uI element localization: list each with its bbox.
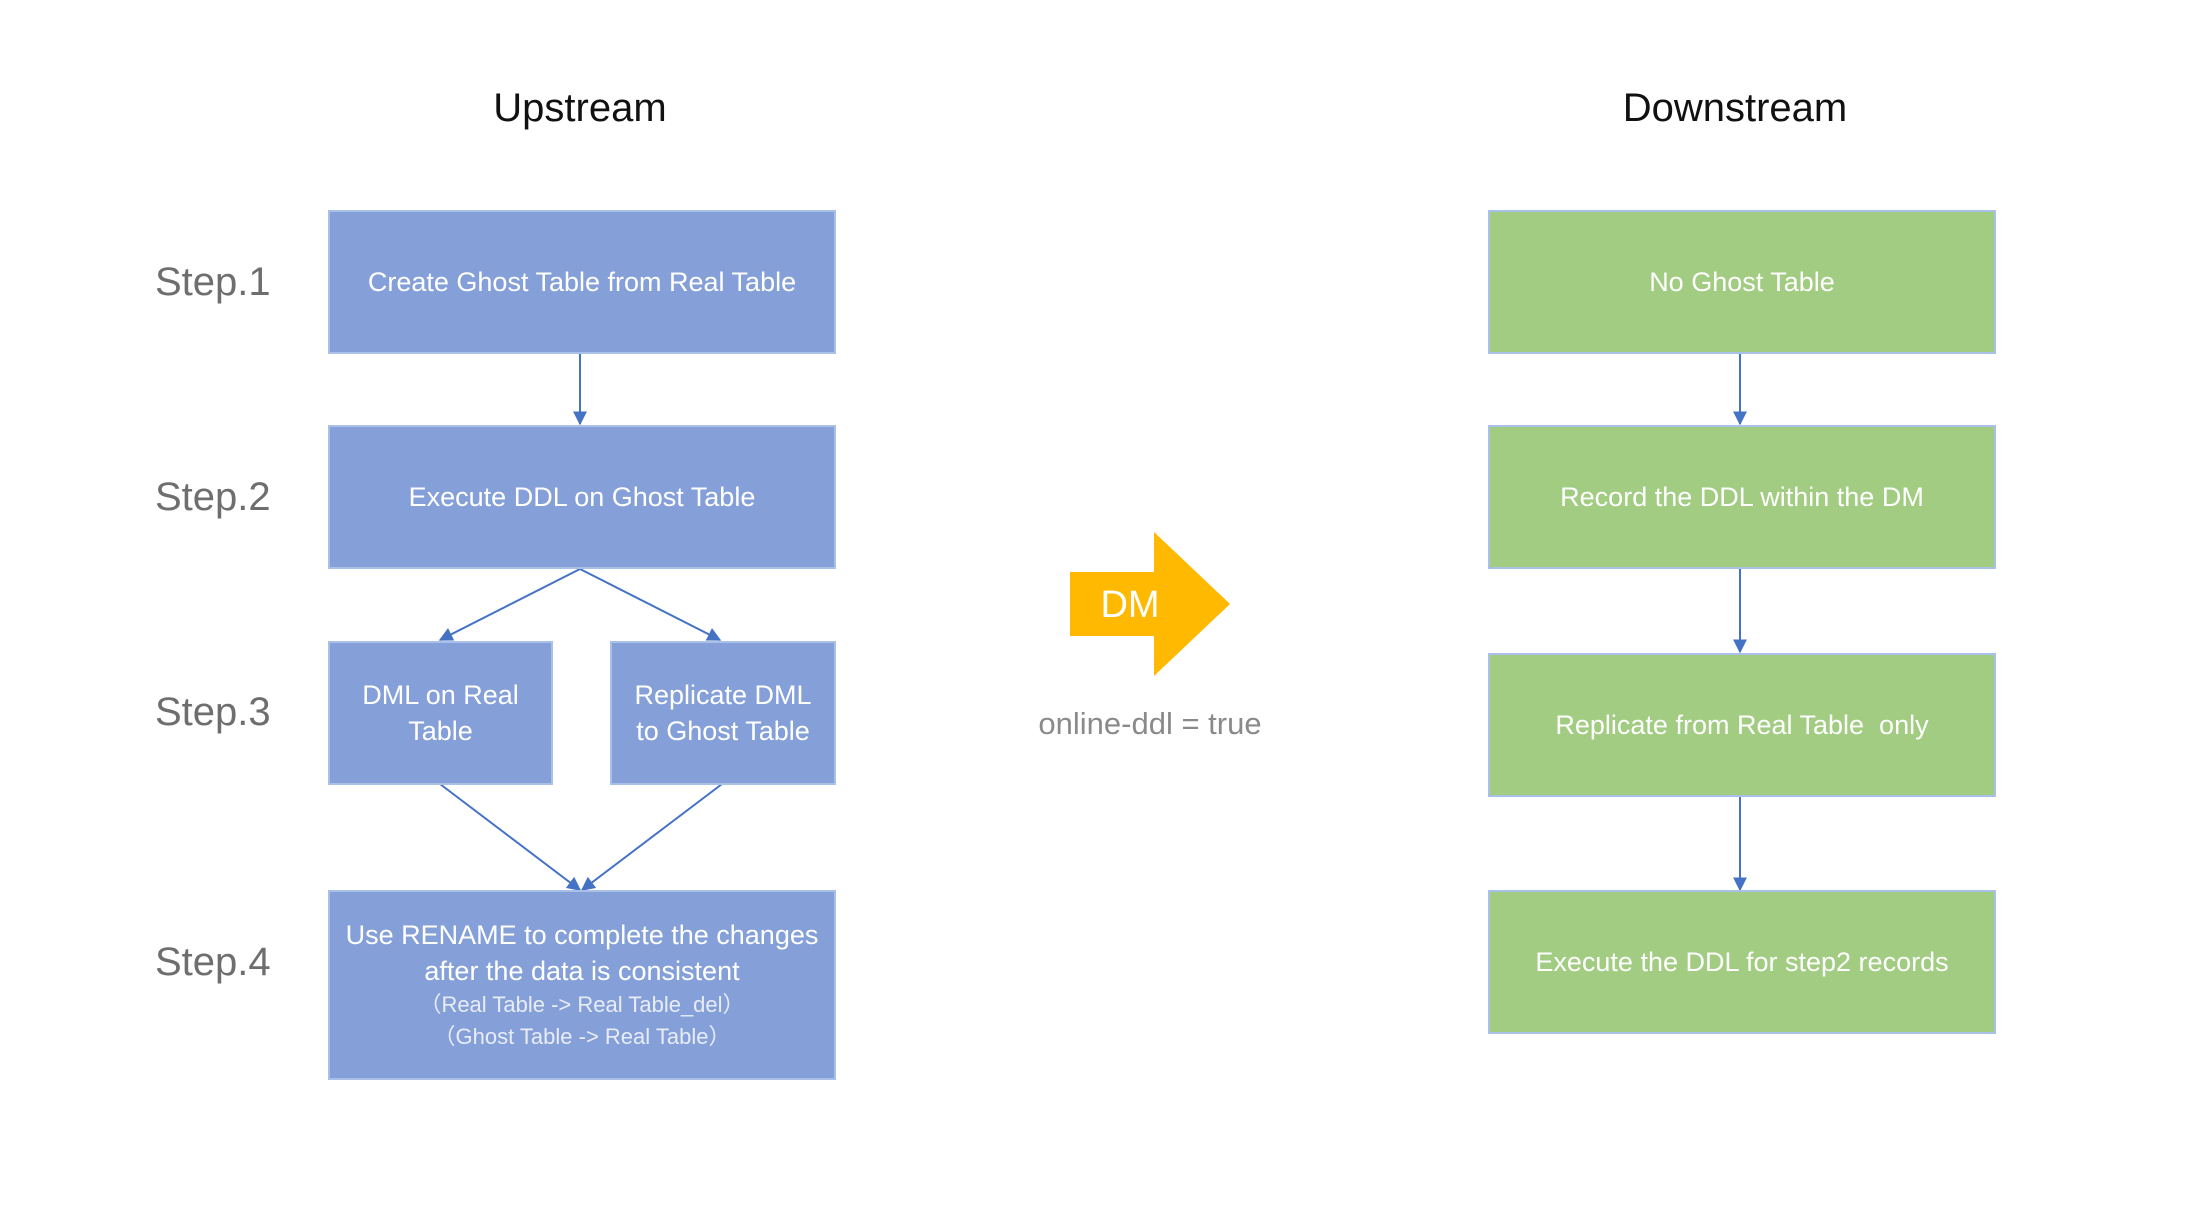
replicate-real-table-text: Replicate from Real Table only — [1555, 710, 1929, 740]
record-ddl-box: Record the DDL within the DM — [1488, 425, 1996, 569]
replicate-dml-ghost-line1: Replicate DML — [634, 680, 812, 710]
upstream-heading: Upstream — [493, 86, 667, 130]
dm-arrow-icon — [1070, 532, 1230, 676]
arrow-step2-to-replicate-ghost — [579, 568, 722, 641]
dml-real-table-line2: Table — [408, 716, 473, 746]
dml-real-table-line1: DML on Real — [362, 680, 519, 710]
no-ghost-table-text: No Ghost Table — [1649, 267, 1835, 297]
rename-line1: Use RENAME to complete the changes — [345, 920, 819, 950]
no-ghost-table-box: No Ghost Table — [1488, 210, 1996, 354]
arrow-step2-to-dml-real — [438, 568, 581, 641]
execute-ddl-ghost-box: Execute DDL on Ghost Table — [328, 425, 836, 569]
arrow-dml-real-to-rename — [439, 783, 582, 891]
execute-ddl-step2-box: Execute the DDL for step2 records — [1488, 890, 1996, 1034]
online-ddl-text: online-ddl = true — [1038, 706, 1262, 741]
rename-sub1: （Real Table -> Real Table_del） — [419, 992, 745, 1017]
replicate-real-table-box: Replicate from Real Table only — [1488, 653, 1996, 797]
rename-sub2: （Ghost Table -> Real Table） — [433, 1024, 731, 1049]
replicate-dml-ghost-line2: to Ghost Table — [636, 716, 810, 746]
step-2-label: Step.2 — [155, 475, 271, 519]
arrow-replicate-ghost-to-rename — [580, 783, 723, 891]
record-ddl-text: Record the DDL within the DM — [1560, 482, 1924, 512]
create-ghost-table-text: Create Ghost Table from Real Table — [367, 267, 797, 297]
create-ghost-table-box: Create Ghost Table from Real Table — [328, 210, 836, 354]
dml-real-table-box: DML on Real Table — [328, 641, 553, 785]
rename-box: Use RENAME to complete the changes after… — [328, 890, 836, 1080]
execute-ddl-ghost-text: Execute DDL on Ghost Table — [408, 482, 756, 512]
replicate-dml-ghost-box: Replicate DML to Ghost Table — [610, 641, 836, 785]
downstream-heading: Downstream — [1622, 86, 1848, 130]
step-3-label: Step.3 — [155, 690, 271, 734]
rename-line2: after the data is consistent — [424, 956, 740, 986]
step-1-label: Step.1 — [155, 260, 271, 304]
dm-label: DM — [1100, 584, 1160, 626]
execute-ddl-step2-text: Execute the DDL for step2 records — [1535, 947, 1949, 977]
step-4-label: Step.4 — [155, 940, 271, 984]
